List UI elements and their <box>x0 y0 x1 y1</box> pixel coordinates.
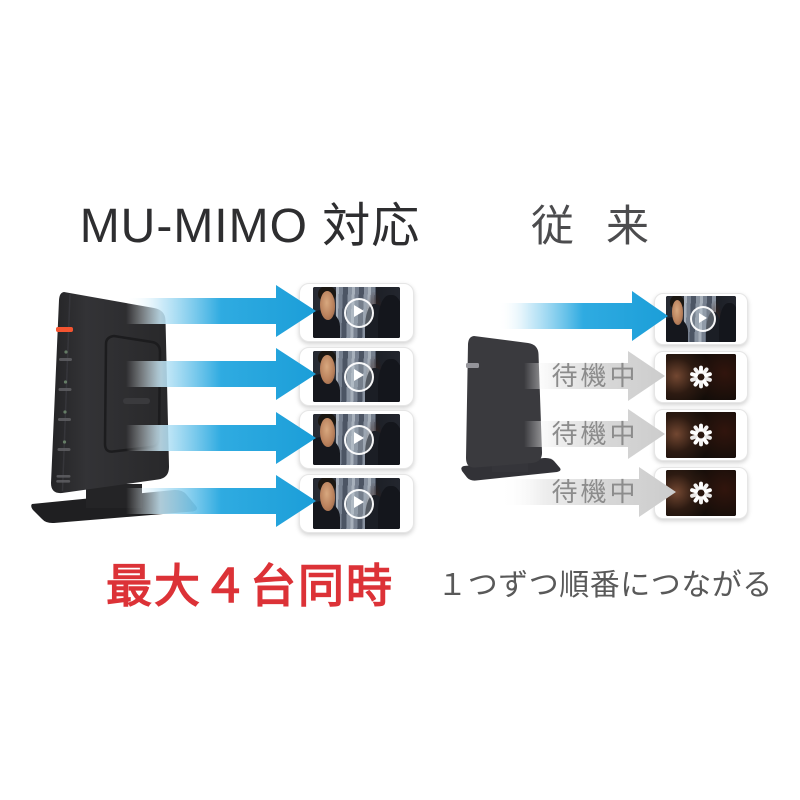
video-screen <box>313 351 400 402</box>
spinner-icon <box>689 481 713 505</box>
stream-arrow-icon <box>126 285 316 337</box>
buffering-frame <box>666 412 736 458</box>
play-icon <box>344 424 375 455</box>
phone-streaming-4 <box>299 474 414 533</box>
buffalo-logo <box>466 363 479 368</box>
play-icon <box>344 361 375 392</box>
buffering-frame <box>666 470 736 516</box>
play-icon <box>344 488 375 519</box>
left-section-title: MU-MIMO 対応 <box>79 200 421 253</box>
buffalo-logo <box>123 398 150 404</box>
play-icon <box>344 297 375 328</box>
left-caption: 最大４台同時 <box>106 560 394 612</box>
stream-arrow-icon <box>498 291 668 341</box>
phone-waiting-1 <box>654 351 748 403</box>
video-screen <box>666 412 736 458</box>
spinner-icon <box>689 423 713 447</box>
waiting-arrow-icon <box>500 467 676 517</box>
waiting-status-label: 待機中 <box>551 477 639 507</box>
phone-streaming-active <box>654 293 748 345</box>
play-icon <box>690 306 717 332</box>
phone-streaming-1 <box>299 283 414 342</box>
video-screen <box>666 296 736 342</box>
video-screen <box>313 287 400 338</box>
video-screen <box>313 478 400 529</box>
conventional-router <box>461 336 561 481</box>
right-section-title: 従 来 <box>531 203 659 251</box>
stream-arrow-icon <box>126 412 316 464</box>
router-body <box>466 336 543 468</box>
waiting-arrow-icon <box>524 351 665 401</box>
waiting-status-label: 待機中 <box>551 361 639 391</box>
waiting-arrow-icon <box>524 409 665 459</box>
router-led-labels <box>56 350 72 483</box>
right-caption: １つずつ順番につながる <box>437 569 773 602</box>
stream-arrow-icon <box>126 475 316 527</box>
waiting-status-label: 待機中 <box>551 419 639 449</box>
router-power-led <box>56 327 73 332</box>
phone-streaming-2 <box>299 347 414 406</box>
spinner-icon <box>689 365 713 389</box>
video-screen <box>666 354 736 400</box>
video-screen <box>666 470 736 516</box>
stream-arrow-icon <box>126 348 316 400</box>
phone-waiting-2 <box>654 409 748 461</box>
buffering-frame <box>666 354 736 400</box>
video-screen <box>313 414 400 465</box>
